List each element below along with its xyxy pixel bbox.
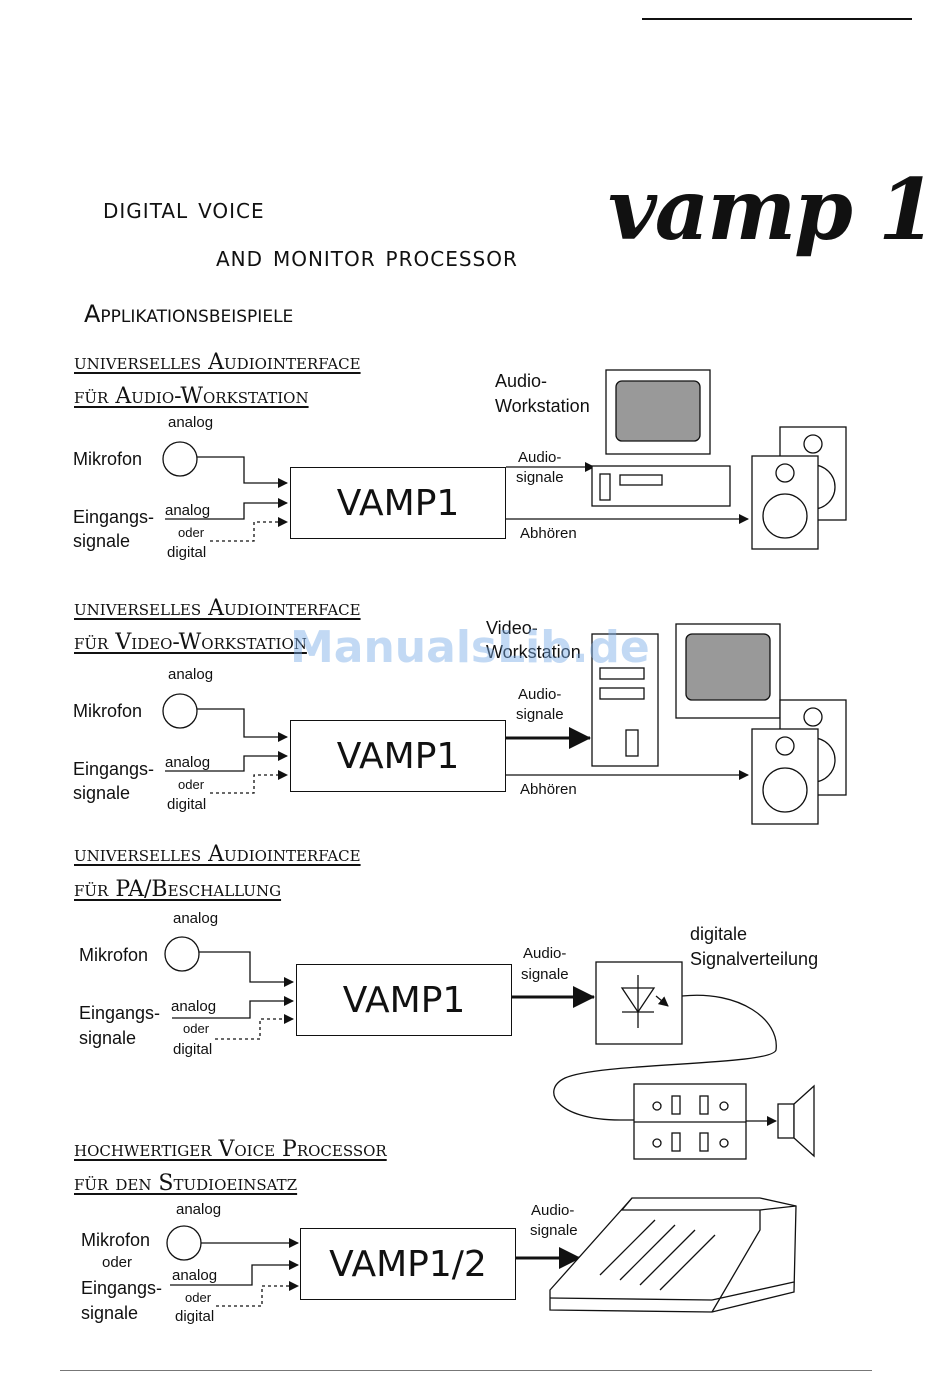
out-label-1: Audio- [518,686,562,703]
processor-box: VAMP1 [290,720,506,792]
section-2-wiring [162,623,847,825]
distribution-label-2: Signalverteilung [690,949,819,969]
in-analog-label: analog [165,502,211,519]
section-4-title-line-2: für den Studioeinsatz [74,1171,298,1196]
out-label-2: signale [516,469,564,486]
page-subtitle: Applikationsbeispiele [84,300,294,328]
inputs-label-2: signale [81,1303,139,1323]
microphone-icon [164,936,200,972]
processor-label: VAMP1 [336,735,460,777]
out-label-1: Audio- [531,1202,575,1219]
mic-analog-label: analog [168,414,214,431]
out-label-2: signale [530,1222,578,1239]
section-3-title-line-1: universelles Audiointerface [74,842,361,867]
device-label-1: Audio- [495,371,548,391]
inputs-label-1: Eingangs- [79,1003,161,1023]
processor-box: VAMP1 [290,467,506,539]
in-digital-label: digital [175,1308,215,1325]
microphone-icon [162,693,198,729]
out-label-2: signale [521,966,569,983]
processor-label: VAMP1 [336,482,460,524]
device-label-2: Workstation [486,642,581,662]
in-analog-label: analog [171,998,217,1015]
inputs-label-1: Eingangs- [73,759,155,779]
in-digital-label: digital [167,796,207,813]
mic-label: Mikrofon [81,1230,151,1250]
section-4-title-line-1: hochwertiger Voice Processor [74,1137,387,1162]
in-oder-label: oder [183,1021,210,1036]
microphone-icon [166,1225,202,1261]
section-3-title-line-2: für PA/Beschallung [74,877,282,902]
device-label-2: Workstation [495,396,590,416]
in-oder-label: oder [178,777,205,792]
inputs-label-2: signale [79,1028,137,1048]
monitor-label: Abhören [520,781,577,798]
section-3-wiring [164,936,815,1160]
in-digital-label: digital [173,1041,213,1058]
out-label-1: Audio- [518,449,562,466]
mic-analog-label: analog [176,1201,222,1218]
inputs-label-1: Eingangs- [73,507,155,527]
monitor-label: Abhören [520,525,577,542]
out-label-2: signale [516,706,564,723]
in-digital-label: digital [167,544,207,561]
inputs-label-2: signale [73,783,131,803]
section-2-title-line-1: universelles Audiointerface [74,596,361,621]
mic-analog-label: analog [168,666,214,683]
in-analog-label: analog [165,754,211,771]
tagline-line-1: digital voice [103,192,265,225]
processor-box: VAMP1 [296,964,512,1036]
distribution-label-1: digitale [690,924,748,944]
mic-label: Mikrofon [73,449,143,469]
top-rule [642,18,912,20]
section-1-title-line-1: universelles Audiointerface [74,350,361,375]
section-1-wiring [162,369,847,550]
mic-label: Mikrofon [73,701,143,721]
bottom-rule [60,1370,872,1371]
out-label-1: Audio- [523,945,567,962]
mic-label: Mikrofon [79,945,149,965]
mic-oder-label: oder [102,1254,133,1271]
inputs-label-1: Eingangs- [81,1278,163,1298]
in-analog-label: analog [172,1267,218,1284]
in-oder-label: oder [185,1290,212,1305]
section-4-wiring [166,1197,797,1313]
processor-label: VAMP1/2 [329,1243,487,1285]
watermark: ManualsLib.de [290,622,650,673]
section-2-title-line-2: für Video-Workstation [74,630,307,655]
inputs-label-2: signale [73,531,131,551]
in-oder-label: oder [178,525,205,540]
processor-box: VAMP1/2 [300,1228,516,1300]
brand-logo: vamp 1 [608,160,937,259]
section-1-title-line-2: für Audio-Workstation [74,384,309,409]
device-label-1: Video- [486,618,538,638]
tagline-line-2: and monitor processor [216,240,518,273]
microphone-icon [162,441,198,477]
processor-label: VAMP1 [342,979,466,1021]
mic-analog-label: analog [173,910,219,927]
